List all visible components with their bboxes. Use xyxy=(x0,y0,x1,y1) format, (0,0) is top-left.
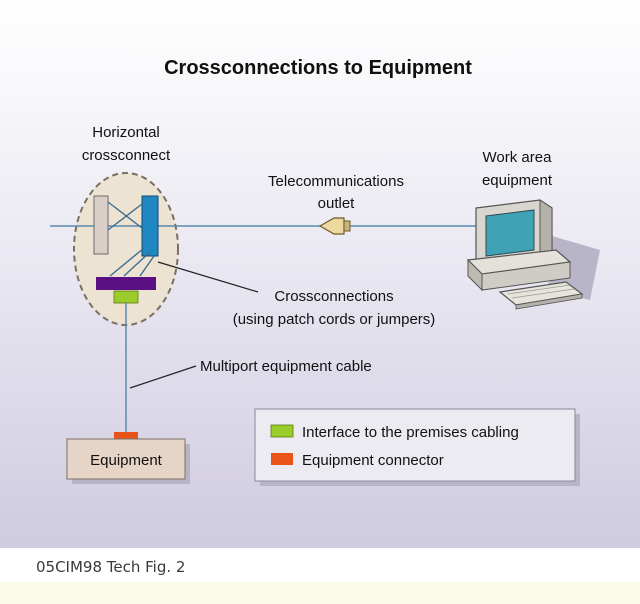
legend-label-interface: Interface to the premises cabling xyxy=(302,424,519,441)
legend-swatch-connector xyxy=(271,453,293,465)
legend-label-connector: Equipment connector xyxy=(302,452,444,469)
diagram-canvas: Crossconnections to Equipment Horizontal… xyxy=(50,57,600,486)
patch-panel-left xyxy=(93,195,109,255)
telecom-outlet-icon xyxy=(318,217,351,235)
legend-box xyxy=(254,408,576,482)
computer-icon xyxy=(466,199,600,310)
interface-connector xyxy=(113,290,139,304)
legend-swatch-interface xyxy=(270,424,294,438)
label-equipment: Equipment xyxy=(90,452,163,469)
label-telecom-outlet-line2: outlet xyxy=(318,195,356,212)
equipment-connector xyxy=(114,432,138,440)
label-work-area-line2: equipment xyxy=(482,172,553,189)
crossconnections-leader xyxy=(157,261,259,293)
label-multiport-cable: Multiport equipment cable xyxy=(200,358,372,375)
label-work-area-line1: Work area xyxy=(483,149,553,166)
label-crossconnections-line1: Crossconnections xyxy=(274,288,393,305)
figure-caption: 05CIM98 Tech Fig. 2 xyxy=(36,558,186,576)
equipment-box xyxy=(66,438,186,480)
footer-band xyxy=(0,582,640,604)
label-crossconnections-line2: (using patch cords or jumpers) xyxy=(233,311,436,328)
label-horizontal-crossconnect-line2: crossconnect xyxy=(82,147,171,164)
label-horizontal-crossconnect-line1: Horizontal xyxy=(92,124,160,141)
multiport-cable-leader xyxy=(129,365,197,389)
patch-jumpers xyxy=(107,201,155,277)
diagram-title: Crossconnections to Equipment xyxy=(164,57,472,79)
label-telecom-outlet-line1: Telecommunications xyxy=(268,173,404,190)
crossconnect-block xyxy=(96,277,156,290)
patch-panel-right xyxy=(141,195,159,257)
legend: Interface to the premises cabling Equipm… xyxy=(254,408,580,486)
footer: 05CIM98 Tech Fig. 2 xyxy=(0,548,640,604)
